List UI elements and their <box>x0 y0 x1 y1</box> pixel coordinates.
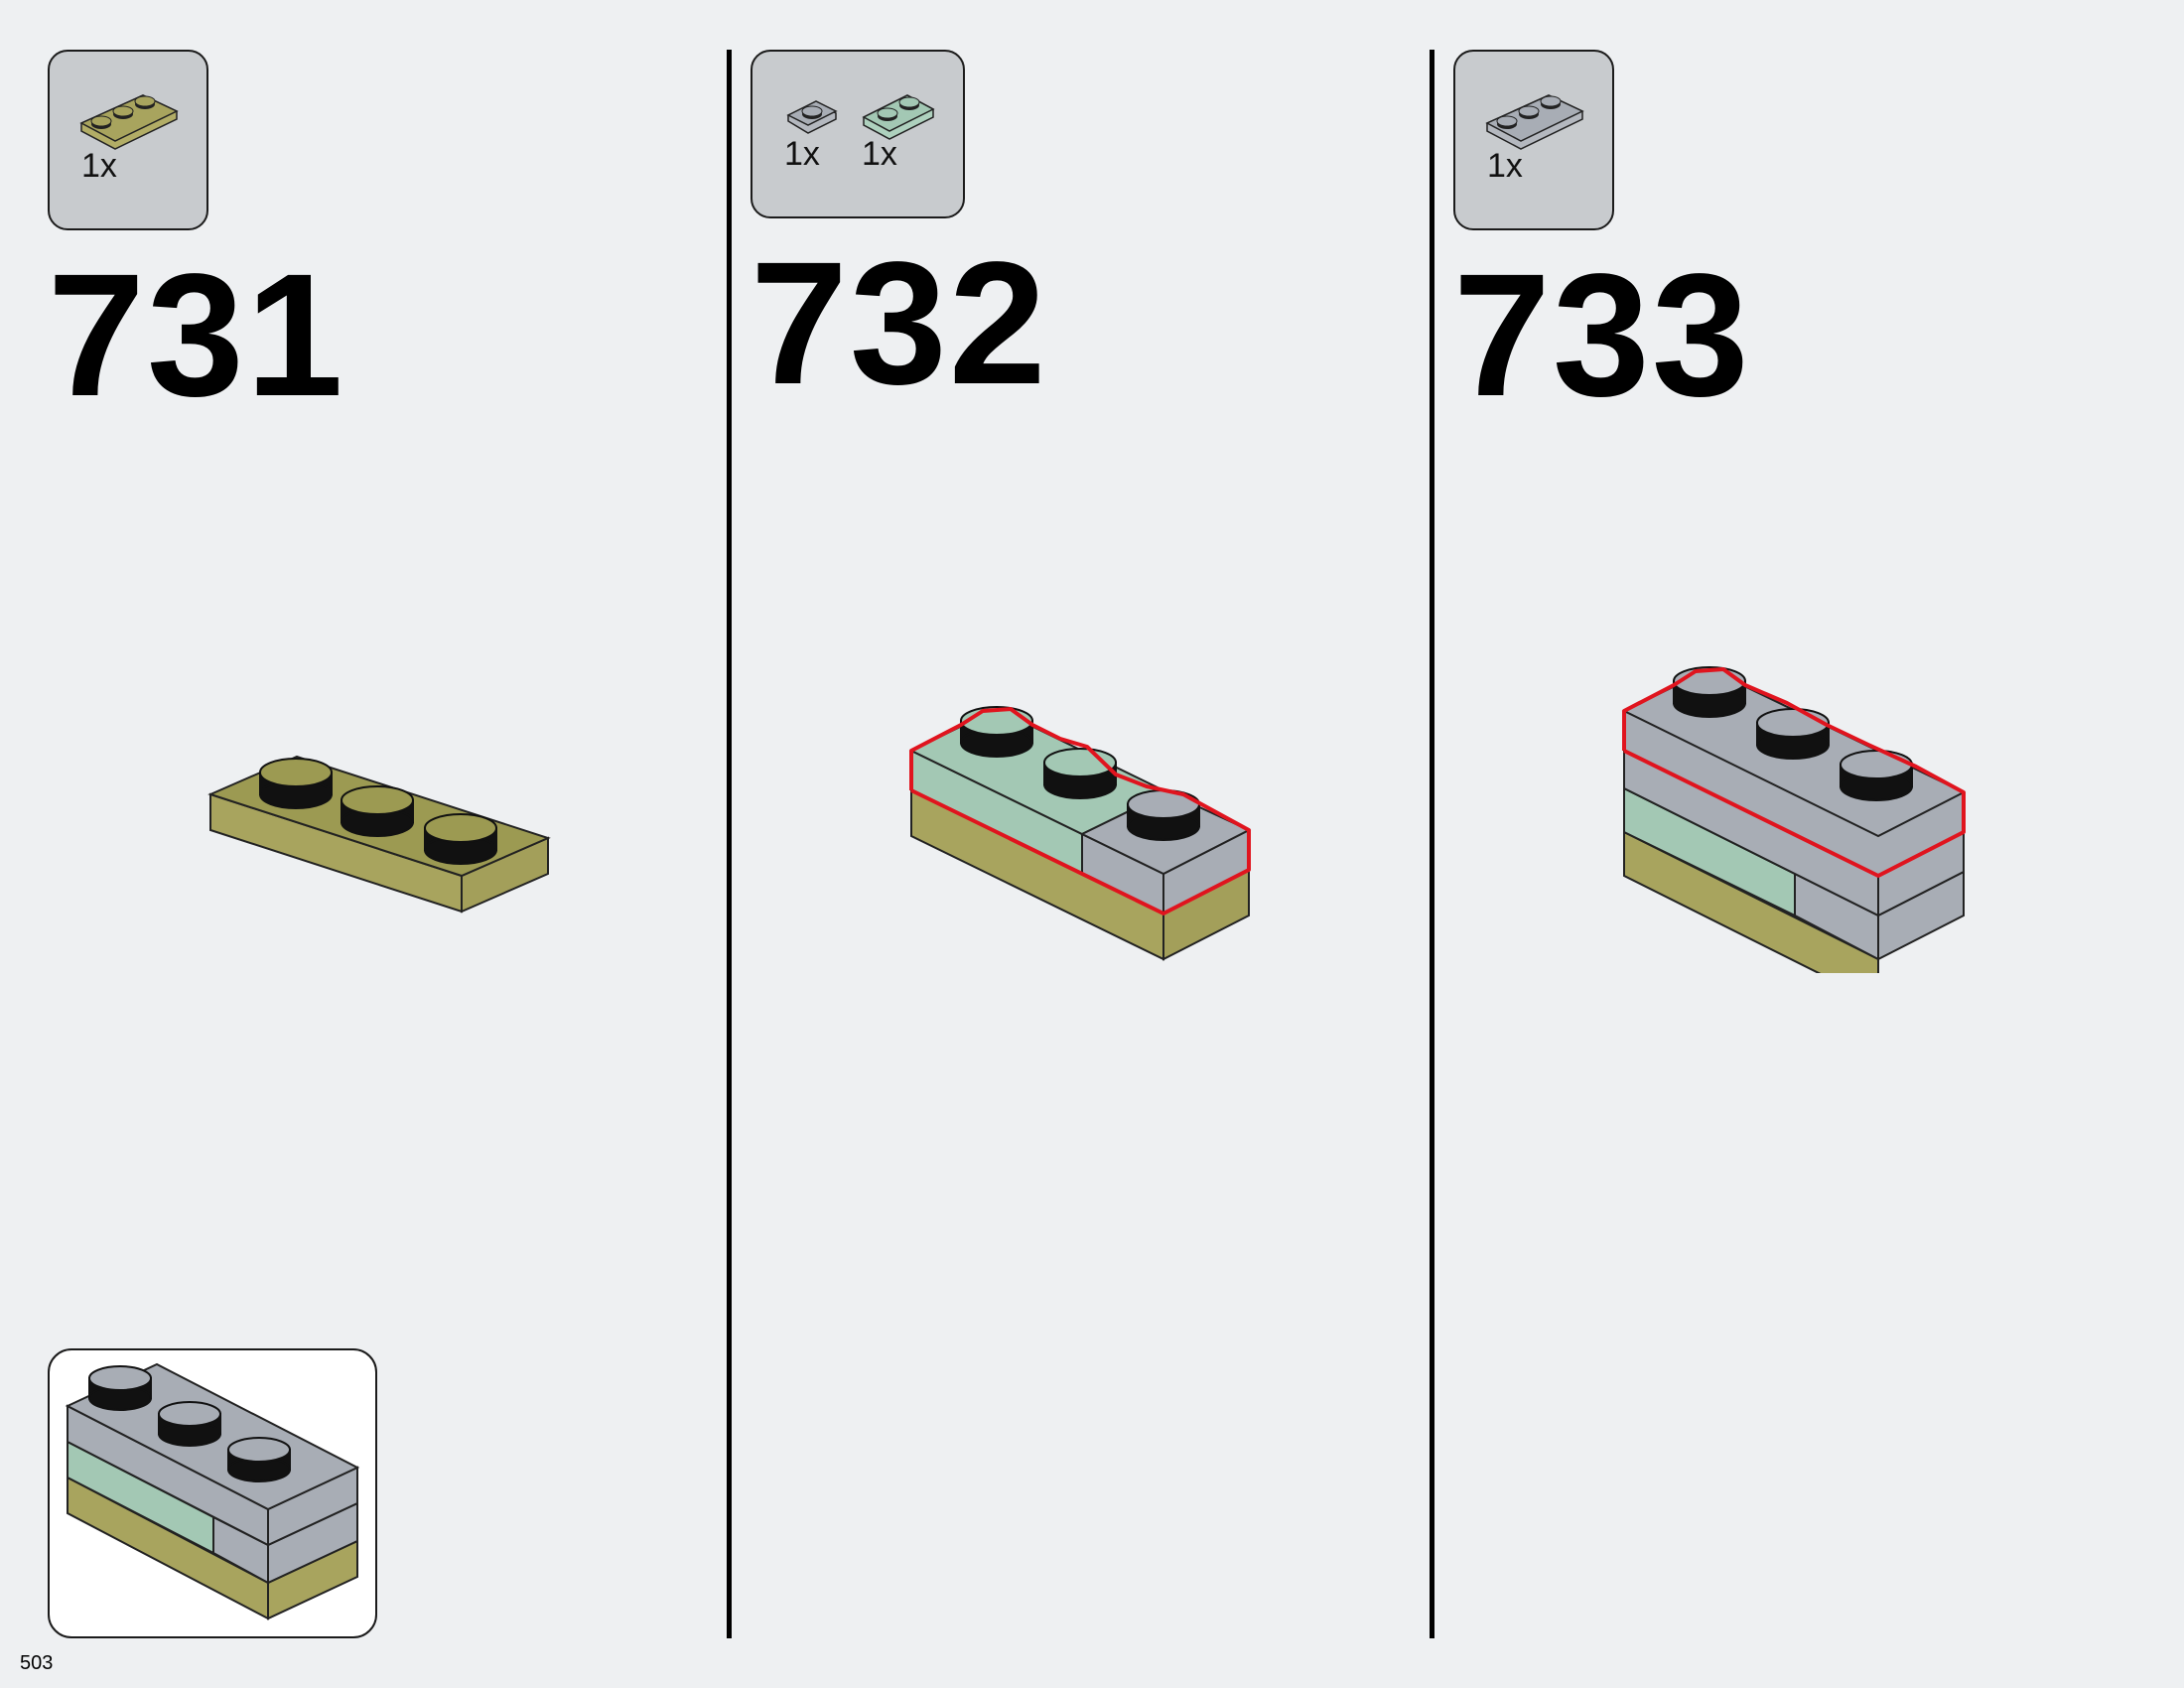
parts-callout-732: 1x 1x <box>751 50 965 218</box>
sub-assembly-model <box>65 1362 360 1620</box>
step-divider-2 <box>1430 50 1434 1638</box>
step-number-731: 731 <box>48 238 345 433</box>
tan-plate-1x3-icon <box>79 94 179 150</box>
model-step-731 <box>207 755 551 914</box>
sub-assembly-callout <box>48 1348 377 1638</box>
gray-plate-1x3-icon <box>1485 94 1584 150</box>
part-quantity: 1x <box>862 135 897 173</box>
page-number: 503 <box>20 1652 54 1674</box>
part-quantity: 1x <box>784 135 820 173</box>
step-divider-1 <box>727 50 732 1638</box>
step-number-732: 732 <box>751 226 1048 421</box>
step-number-733: 733 <box>1453 238 1751 433</box>
model-step-732 <box>908 706 1252 961</box>
part-quantity: 1x <box>1487 147 1523 185</box>
part-quantity: 1x <box>81 147 117 185</box>
model-step-733 <box>1621 666 1967 973</box>
parts-callout-733: 1x <box>1453 50 1614 230</box>
parts-callout-731: 1x <box>48 50 208 230</box>
gray-plate-1x1-icon <box>786 94 935 140</box>
